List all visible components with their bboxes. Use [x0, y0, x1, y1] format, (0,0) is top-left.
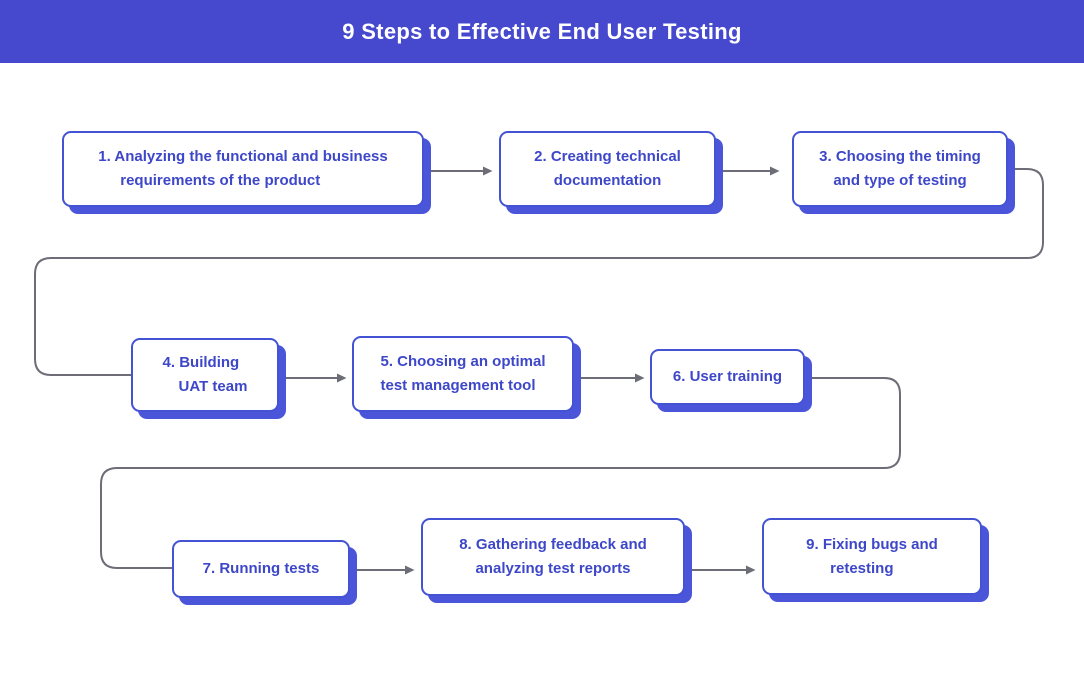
connector-step3-to-step4 [34, 168, 1044, 376]
header-banner: 9 Steps to Effective End User Testing [0, 0, 1084, 63]
step-label: 4. Building UAT team [163, 351, 248, 399]
step-label: 2. Creating technical documentation [534, 145, 681, 193]
step-label-line: 7. Running tests [202, 560, 320, 577]
step-label: 3. Choosing the timing and type of testi… [819, 145, 981, 193]
step-label: 5. Choosing an optimal test management t… [380, 350, 545, 398]
step-box-9: 9. Fixing bugs and retesting [762, 518, 982, 595]
page-title: 9 Steps to Effective End User Testing [342, 18, 742, 44]
step-box-4: 4. Building UAT team [131, 338, 279, 412]
step-label-line: retesting [830, 559, 894, 577]
step-box-6: 6. User training [650, 349, 805, 405]
connector-step6-to-step7 [100, 377, 901, 569]
step-label-line: UAT team [178, 378, 248, 395]
step-label-line: analyzing test reports [475, 560, 631, 577]
step-label-line: 1. Analyzing the functional and business [98, 148, 388, 165]
step-box-3: 3. Choosing the timing and type of testi… [792, 131, 1008, 207]
step-label-line: 3. Choosing the timing [819, 148, 981, 165]
step-label: 1. Analyzing the functional and business… [98, 145, 387, 193]
step-label-line: documentation [553, 172, 662, 189]
step-label-line: 4. Building [162, 354, 240, 371]
step-label-line: requirements of the product [120, 172, 321, 189]
step-box-1: 1. Analyzing the functional and business… [62, 131, 424, 207]
step-label-line: test management tool [380, 377, 536, 394]
step-label: 9. Fixing bugs and retesting [806, 533, 938, 581]
step-label: 7. Running tests [203, 557, 320, 581]
step-label-line: 6. User training [672, 368, 783, 385]
step-box-8: 8. Gathering feedback and analyzing test… [421, 518, 685, 596]
step-label: 6. User training [673, 365, 782, 389]
step-label: 8. Gathering feedback and analyzing test… [459, 533, 647, 581]
step-box-7: 7. Running tests [172, 540, 350, 598]
step-box-2: 2. Creating technical documentation [499, 131, 716, 207]
step-label-line: and type of testing [833, 172, 967, 189]
step-box-5: 5. Choosing an optimal test management t… [352, 336, 574, 412]
step-label-line: 8. Gathering feedback and [459, 536, 647, 553]
step-label-line: 9. Fixing bugs and [806, 535, 938, 553]
step-label-line: 5. Choosing an optimal [380, 353, 546, 370]
step-label-line: 2. Creating technical [534, 148, 681, 165]
